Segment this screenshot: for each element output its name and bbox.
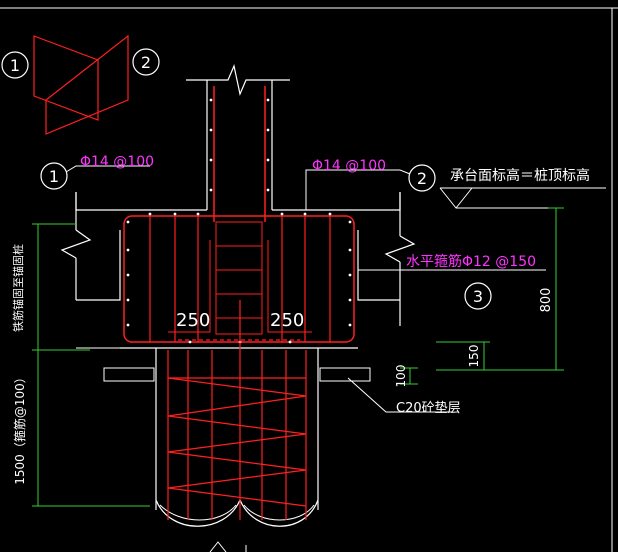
dot xyxy=(348,323,352,327)
section-plane-right xyxy=(45,34,129,135)
dot xyxy=(266,128,270,132)
pile-break-curve-inner-left xyxy=(159,504,237,521)
marker-circle-mid-2 xyxy=(408,164,436,192)
dot xyxy=(303,212,307,216)
column xyxy=(186,64,290,222)
dot xyxy=(209,188,213,192)
pile-spiral xyxy=(167,377,307,507)
elevation-note: 承台面标高＝桩顶标高 xyxy=(450,167,590,184)
cap-rebar-cage xyxy=(123,215,355,343)
dot xyxy=(209,98,213,102)
dot xyxy=(126,298,130,302)
dimension-lines xyxy=(32,207,564,507)
cap-left-step xyxy=(76,230,121,301)
hook-right xyxy=(267,240,312,333)
dot xyxy=(209,128,213,132)
marker-label-mid-2: 2 xyxy=(417,169,427,188)
section-view-icon: 1 2 xyxy=(1,34,160,135)
section-plane-left xyxy=(33,35,99,121)
dot xyxy=(209,158,213,162)
section-marker-circle-1 xyxy=(1,51,29,79)
marker-label-3: 3 xyxy=(473,287,483,306)
pad-left xyxy=(103,367,155,382)
anchor-vertical-label: 铁筋锚固至锚固桩 xyxy=(11,244,25,332)
leader-line-1 xyxy=(65,165,150,173)
marker-circle-3 xyxy=(464,282,492,310)
pad-leader xyxy=(347,377,452,413)
dot xyxy=(126,273,130,277)
dot xyxy=(348,273,352,277)
dot xyxy=(126,220,130,224)
rebar-label-horizontal: 水平箍筋Φ12 @150 xyxy=(406,253,536,270)
dot xyxy=(126,248,130,252)
cap-right-step xyxy=(357,230,400,301)
cap-center-cage xyxy=(215,221,263,335)
leader-markers: 1 2 3 xyxy=(40,162,546,310)
marker-circle-mid-1 xyxy=(40,162,68,190)
dim-label-800: 800 xyxy=(539,288,554,313)
hook-left xyxy=(168,240,211,333)
dot xyxy=(266,98,270,102)
rebar-label-right-top: Φ14 @100 xyxy=(312,158,386,174)
dot xyxy=(266,158,270,162)
cover-dim-left: 250 xyxy=(176,310,210,331)
column-break-line xyxy=(186,64,290,96)
section-marker-label-2: 2 xyxy=(141,53,151,72)
section-marker-label-1: 1 xyxy=(10,56,20,75)
dot xyxy=(348,248,352,252)
dot xyxy=(173,212,177,216)
leader-line-2 xyxy=(305,169,411,210)
pile xyxy=(155,300,319,527)
dim-label-100: 100 xyxy=(394,365,408,388)
dot xyxy=(148,212,152,216)
pile-break-curve-inner-right xyxy=(243,504,315,521)
bottom-arrow-mark xyxy=(209,541,227,552)
dot xyxy=(348,220,352,224)
cap-left-break xyxy=(60,229,92,259)
dot xyxy=(266,188,270,192)
pad-note: C20砼垫层 xyxy=(396,400,461,416)
spiral-vertical-label: 1500（箍筋@100） xyxy=(12,371,27,484)
dot xyxy=(328,212,332,216)
section-marker-circle-2 xyxy=(132,48,160,76)
rebar-dots xyxy=(126,98,352,344)
pad-right xyxy=(319,367,371,382)
rebar-label-left-top: Φ14 @100 xyxy=(80,154,154,170)
dot xyxy=(196,212,200,216)
cover-dim-right: 250 xyxy=(270,310,304,331)
dot xyxy=(188,340,192,344)
dot xyxy=(348,298,352,302)
dim-label-150: 150 xyxy=(467,345,481,368)
dot xyxy=(126,323,130,327)
concrete-pads xyxy=(103,367,371,382)
cap-right-break xyxy=(384,235,416,263)
marker-label-mid-1: 1 xyxy=(49,167,59,186)
dot xyxy=(280,212,284,216)
dot xyxy=(288,340,292,344)
